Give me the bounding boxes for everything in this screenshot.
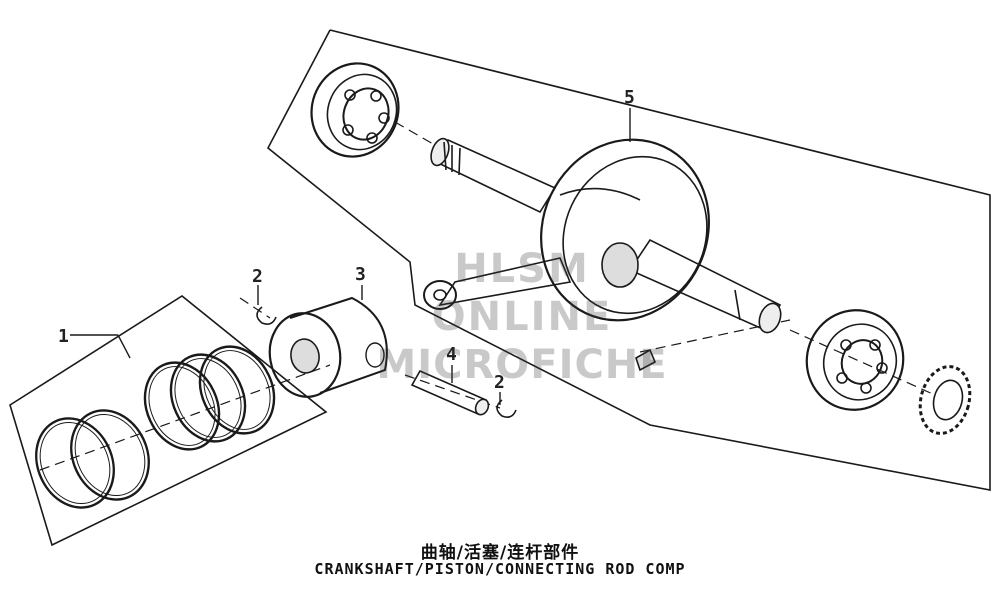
right-main-bearing: [805, 309, 905, 411]
timing-sprocket: [918, 365, 972, 435]
crankshaft: [423, 137, 782, 334]
callout-2-right: 2: [494, 372, 505, 393]
callout-5: 5: [624, 87, 635, 108]
watermark-line-1: HLSM: [454, 246, 590, 292]
watermark-line-3: MICROFICHE: [376, 342, 668, 388]
caption-english: CRANKSHAFT/PISTON/CONNECTING ROD COMP: [314, 560, 686, 578]
watermark-line-2: ONLINE: [431, 294, 613, 340]
piston-pin: [410, 369, 490, 416]
piston-pin-clip-left: [256, 306, 277, 325]
callout-1: 1: [58, 326, 69, 347]
callout-3: 3: [355, 264, 366, 285]
woodruff-key: [635, 348, 657, 372]
piston: [268, 296, 388, 398]
piston-ring-group-outline: [9, 295, 328, 547]
callout-2-left: 2: [252, 266, 263, 287]
callout-4: 4: [446, 344, 457, 365]
crankshaft-group-outline: [266, 29, 991, 491]
caption-chinese: 曲轴/活塞/连杆部件: [420, 543, 580, 563]
piston-rings: [35, 345, 276, 509]
left-main-bearing: [310, 62, 400, 158]
piston-pin-clip-right: [496, 399, 517, 418]
